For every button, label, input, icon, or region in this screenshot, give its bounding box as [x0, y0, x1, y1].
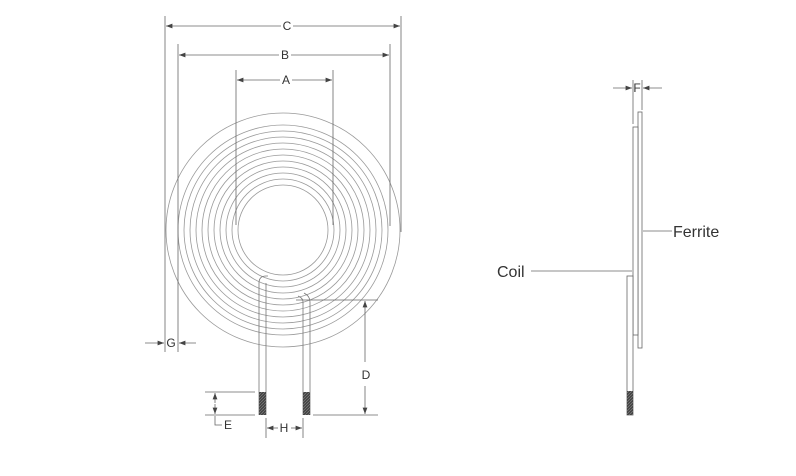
dim-label-e: E — [224, 418, 232, 432]
dim-label-d: D — [362, 368, 371, 382]
coil-turn — [231, 178, 335, 282]
ferrite-plate — [637, 111, 643, 349]
right-lead-tinned — [303, 392, 310, 415]
dim-label-a: A — [282, 73, 290, 87]
coil-turn — [225, 172, 341, 288]
coil-section — [632, 126, 639, 336]
coil-turn — [195, 142, 371, 318]
coil-turn — [189, 136, 377, 324]
coil-label: Coil — [497, 264, 525, 281]
dim-label-b: B — [281, 48, 289, 62]
coil-turn — [237, 184, 329, 276]
dim-label-f: F — [633, 81, 640, 95]
coil-turn — [207, 154, 359, 306]
dim-label-g: G — [166, 336, 175, 350]
side-view — [531, 80, 672, 416]
front-view — [145, 16, 402, 438]
coil-turn — [183, 130, 383, 330]
coil-turn — [219, 166, 347, 294]
ferrite-label: Ferrite — [673, 224, 719, 241]
right-lead — [297, 292, 311, 415]
coil-turns — [177, 124, 389, 336]
outer-ring — [165, 112, 401, 348]
coil-turn — [177, 124, 389, 336]
dim-label-c: C — [283, 19, 292, 33]
coil-turn — [201, 148, 365, 312]
left-lead-tinned — [259, 392, 266, 415]
coil-turn — [213, 160, 353, 300]
side-lead-tinned — [627, 391, 633, 415]
dim-label-h: H — [280, 421, 289, 435]
